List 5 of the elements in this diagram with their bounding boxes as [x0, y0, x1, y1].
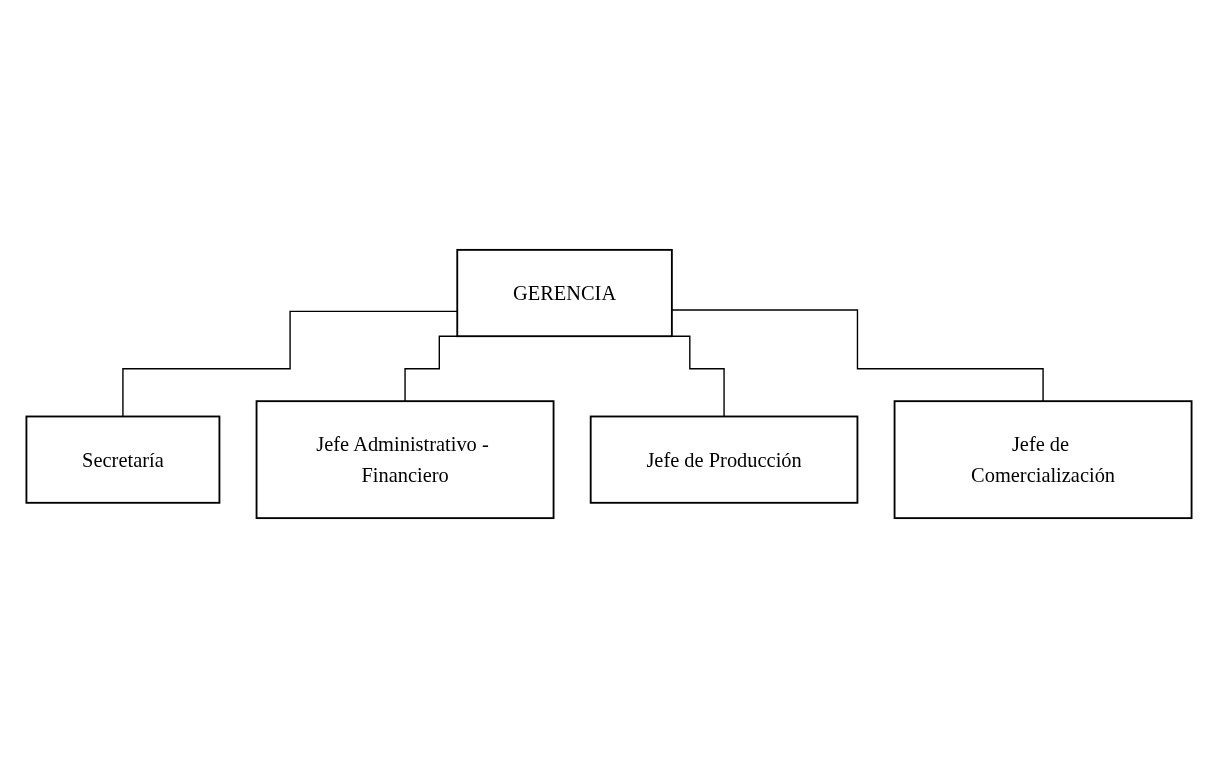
node-box: Jefe de Producción	[589, 415, 858, 504]
node-box: Secretaría	[25, 415, 220, 504]
node-box: Jefe de Comercialización	[893, 399, 1192, 519]
node-box: Jefe Administrativo - Financiero	[255, 399, 554, 519]
node-box: GERENCIA	[455, 248, 673, 337]
